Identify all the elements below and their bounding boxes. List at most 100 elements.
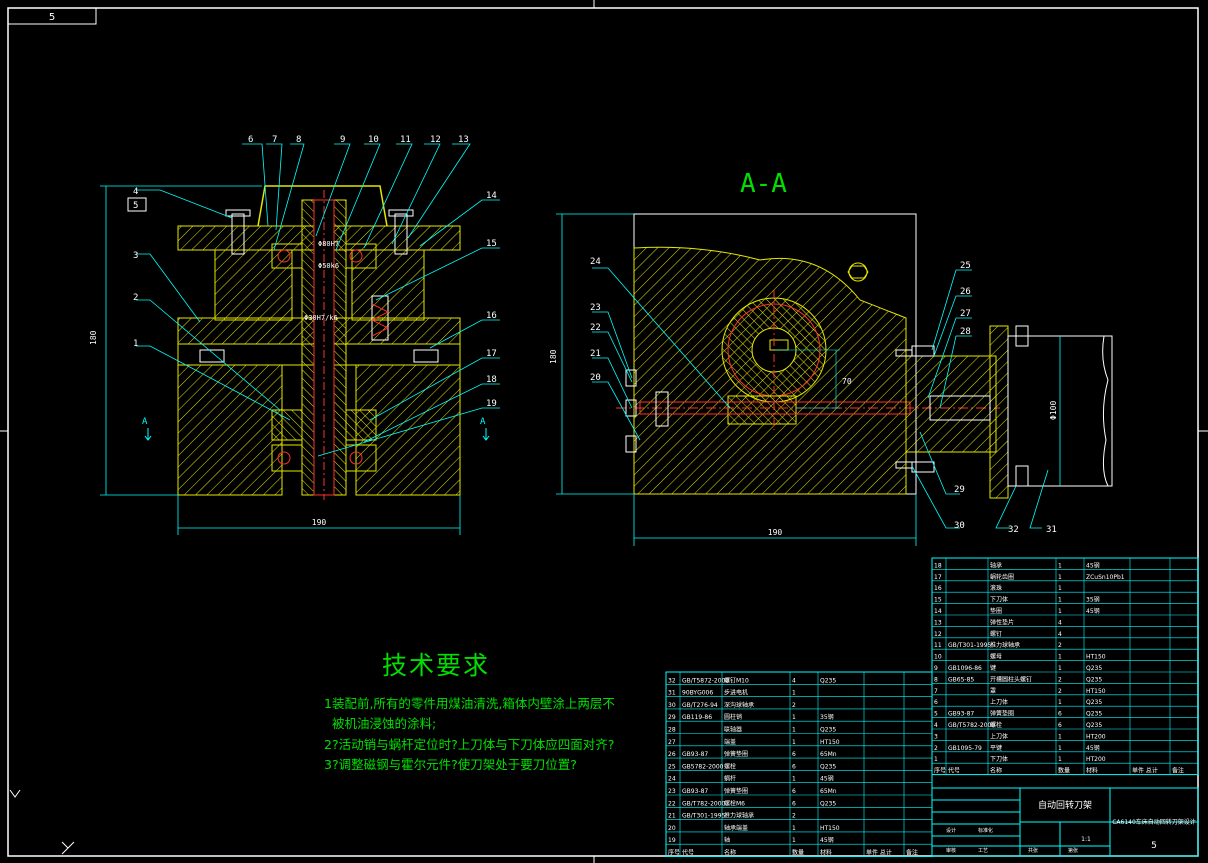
bom-right-cell-qty: 1 <box>1058 562 1062 569</box>
bom-right-cell-no: 3 <box>934 733 938 740</box>
bom-left-cell-name: 圆柱销 <box>724 713 742 721</box>
bom-right-header: 备注 <box>1172 767 1184 775</box>
bom-left-cell-qty: 1 <box>792 837 796 844</box>
tb-label: 工艺 <box>978 848 988 854</box>
tb-label: 标准化 <box>978 827 993 834</box>
bom-right-cell-code: GB1096-86 <box>948 665 982 672</box>
dim-diameter: Φ100 <box>1049 401 1058 420</box>
balloon: 28 <box>960 327 971 337</box>
balloon: 9 <box>340 135 345 145</box>
bom-right-cell-no: 17 <box>934 574 942 581</box>
balloon: 15 <box>486 239 497 249</box>
bom-right-header: 序号 <box>934 767 946 775</box>
bom-left-cell-code: GB/T782-2000 <box>682 800 726 807</box>
bom-left-cell-code: GB/T276-94 <box>682 702 718 709</box>
bom-left-cell-no: 32 <box>668 677 676 684</box>
bom-right-cell-mat: 35钢 <box>1086 596 1100 604</box>
balloon: 4 <box>133 187 138 197</box>
bom-right-cell-name: 下刀体 <box>990 755 1008 763</box>
fit-label: Φ50k6 <box>318 262 339 270</box>
bom-right-header: 单件 总计 <box>1132 767 1158 775</box>
bom-right-cell-no: 13 <box>934 619 942 626</box>
bom-right-cell-name: 轴承 <box>990 561 1002 569</box>
tech-line: 2?活动销与蜗杆定位时?上刀体与下刀体应四面对齐? <box>324 737 614 752</box>
bom-right-cell-qty: 4 <box>1058 619 1062 626</box>
bom-left-cell-name: 螺钉M10 <box>724 676 749 684</box>
bom-right-cell-code: GB/T5782-2000 <box>948 722 995 729</box>
project-name: CA6140车床自动回转刀架设计 <box>1112 818 1196 826</box>
bom-right-cell-no: 15 <box>934 597 942 604</box>
bom-left-cell-code: GB5782-2000 <box>682 763 724 770</box>
bom-right-cell-code: GB93-87 <box>948 711 974 718</box>
dim-width: 190 <box>312 518 327 527</box>
bom-left-cell-mat: Q235 <box>820 800 836 807</box>
dim-width: 190 <box>768 528 783 537</box>
bom-left-cell-code: GB/T301-1995 <box>682 813 726 820</box>
balloon: 7 <box>272 135 277 145</box>
bom-left-cell-name: 推力球轴承 <box>724 812 754 820</box>
bom-left-cell-name: 螺栓M6 <box>724 799 745 807</box>
bom-right-cell-mat: 45钢 <box>1086 744 1100 752</box>
bom-right-cell-qty: 6 <box>1058 722 1062 729</box>
bom-right-cell-mat: Q235 <box>1086 711 1102 718</box>
scale: 1:1 <box>1081 836 1091 843</box>
balloon: 3 <box>133 251 138 261</box>
bom-left-cell-no: 30 <box>668 702 676 709</box>
balloon: 1 <box>133 339 138 349</box>
tech-line: 3?调整磁钢与霍尔元件?使刀架处于要刀位置? <box>324 757 577 772</box>
bom-right-cell-qty: 1 <box>1058 608 1062 615</box>
balloon: 30 <box>954 521 965 531</box>
bom-left-cell-no: 27 <box>668 739 676 746</box>
bom-right-cell-no: 11 <box>934 642 942 649</box>
title-block: 自动回转刀架 CA6140车床自动回转刀架设计 5 1:1 设计 标准化 审核 … <box>931 787 1199 857</box>
balloon: 25 <box>960 261 971 271</box>
section-mark-a: A <box>142 417 148 427</box>
bom-right-cell-qty: 1 <box>1058 665 1062 672</box>
bom-right-header: 名称 <box>990 767 1002 775</box>
bom-right-cell-name: 平键 <box>990 744 1002 752</box>
sheet-label: 5 <box>1151 841 1157 851</box>
balloon: 18 <box>486 375 497 385</box>
bom-left-cell-qty: 1 <box>792 727 796 734</box>
drawing-title: 自动回转刀架 <box>1038 799 1092 811</box>
bom-right-cell-mat: 45钢 <box>1086 607 1100 615</box>
balloon: 11 <box>400 135 411 145</box>
balloon: 32 <box>1008 525 1019 535</box>
bom-right-cell-mat: HT150 <box>1086 654 1106 661</box>
balloon: 8 <box>296 135 301 145</box>
bom-right-cell-name: 垫圈 <box>990 607 1002 615</box>
bom-right-cell-qty: 4 <box>1058 631 1062 638</box>
bom-left-cell-no: 31 <box>668 690 676 697</box>
bom-right-header: 数量 <box>1058 767 1070 775</box>
balloon: 14 <box>486 191 497 201</box>
bom-right-cell-mat: 45钢 <box>1086 561 1100 569</box>
bom-right-cell-mat: HT150 <box>1086 688 1106 695</box>
bom-left-cell-qty: 1 <box>792 776 796 783</box>
bom-right-cell-mat: HT200 <box>1086 756 1106 763</box>
bom-left-cell-no: 19 <box>668 837 676 844</box>
left-section-view: Φ80H7 Φ50k6 Φ30H7/k6 180 190 A A <box>89 135 500 535</box>
balloon: 19 <box>486 399 497 409</box>
corner-number: 5 <box>49 12 55 23</box>
bom-left-cell-code: GB93-87 <box>682 788 708 795</box>
bom-left-cell-name: 端盖 <box>724 738 736 746</box>
bom-right-cell-no: 14 <box>934 608 942 615</box>
bom-left-cell-no: 21 <box>668 813 676 820</box>
bom-left-cell-name: 弹簧垫圈 <box>724 787 748 795</box>
bom-right-cell-qty: 1 <box>1058 733 1062 740</box>
tech-line: 被机油浸蚀的涂料; <box>332 716 436 731</box>
bom-left-cell-qty: 2 <box>792 702 796 709</box>
bom-left-cell-name: 蜗杆 <box>724 775 736 783</box>
bom-left-cell-name: 深沟球轴承 <box>724 701 754 709</box>
bom-right-cell-name: 推力球轴承 <box>990 641 1020 649</box>
bom-left-cell-no: 20 <box>668 825 676 832</box>
bom-right-cell-code: GB65-85 <box>948 676 974 683</box>
bom-right-cell-name: 弹簧垫圈 <box>990 710 1014 718</box>
balloon: 31 <box>1046 525 1057 535</box>
bom-left-cell-qty: 2 <box>792 813 796 820</box>
bom-right-cell-no: 16 <box>934 585 942 592</box>
bom-left-cell-mat: 45钢 <box>820 775 834 783</box>
bom-right-cell-no: 1 <box>934 756 938 763</box>
